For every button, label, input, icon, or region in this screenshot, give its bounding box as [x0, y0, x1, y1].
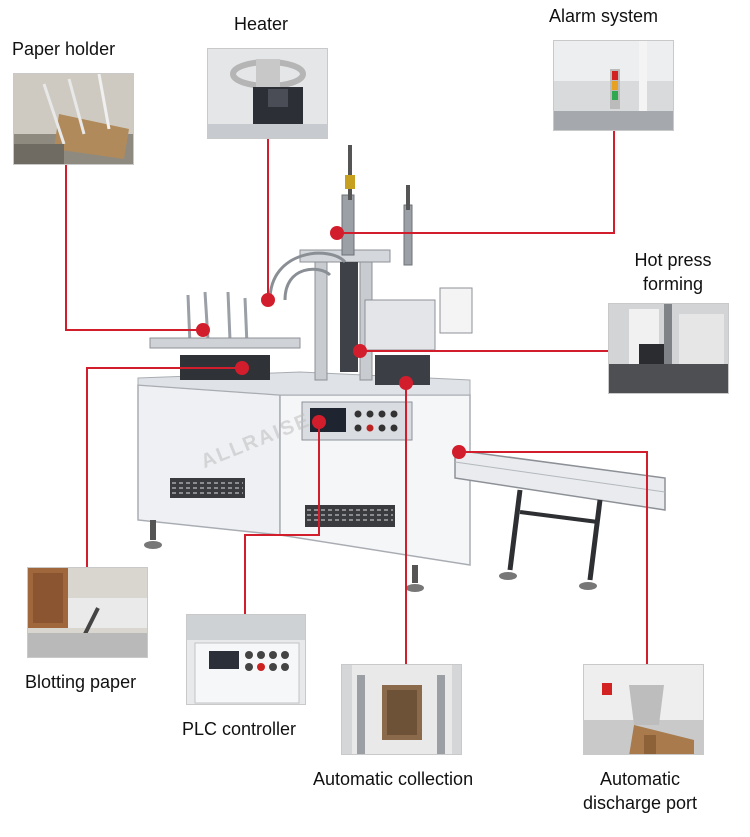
connector-plc	[244, 422, 320, 614]
machine-illustration	[137, 145, 666, 592]
hot-press-forming-label: Hot press forming	[618, 249, 728, 295]
connector-alarm-system	[337, 131, 615, 234]
automatic-collection-photo-art	[342, 665, 461, 754]
plc-controller-label: PLC controller	[182, 719, 297, 739]
dot-heater	[261, 293, 275, 307]
vent-left	[170, 478, 245, 498]
hot-press-forming-photo-art	[609, 304, 728, 393]
hot-press-label-line1: Hot press	[634, 250, 712, 270]
discharge-conveyor	[454, 449, 666, 511]
plc-controller-photo-art	[187, 615, 305, 704]
heater-label: Heater	[234, 14, 289, 34]
paper-holder-photo	[13, 73, 134, 165]
alarm-system-photo-art	[554, 41, 673, 130]
blotting-paper-photo	[27, 567, 148, 658]
automatic-discharge-port-photo	[583, 664, 704, 755]
paper-holder-label: Paper holder	[12, 39, 116, 59]
heater-photo-art	[208, 49, 327, 138]
connector-dots	[196, 226, 466, 459]
connector-paper-holder	[65, 165, 203, 331]
connector-lines	[65, 131, 648, 664]
automatic-collection-photo	[341, 664, 462, 755]
discharge-label-line2: discharge port	[582, 793, 698, 813]
connector-blotting-paper	[86, 367, 242, 567]
dot-collection	[399, 376, 413, 390]
discharge-label-line1: Automatic	[599, 769, 681, 789]
automatic-collection-label: Automatic collection	[313, 769, 474, 789]
heater-photo	[207, 48, 328, 139]
dot-discharge	[452, 445, 466, 459]
plc-controller-photo	[186, 614, 306, 705]
blotting-paper-label: Blotting paper	[25, 672, 137, 692]
dot-blotting-paper	[235, 361, 249, 375]
connector-discharge	[459, 451, 648, 664]
hot-press-forming-photo	[608, 303, 729, 394]
alarm-system-label: Alarm system	[549, 6, 659, 26]
vent-right	[305, 505, 395, 527]
automatic-discharge-port-label: Automatic discharge port	[565, 768, 715, 814]
blotting-paper-photo-art	[28, 568, 147, 657]
automatic-discharge-port-photo-art	[584, 665, 703, 754]
dot-paper-holder	[196, 323, 210, 337]
dot-hot-press	[353, 344, 367, 358]
dot-plc	[312, 415, 326, 429]
dot-alarm-system	[330, 226, 344, 240]
paper-holder-photo-art	[14, 74, 133, 164]
hot-press-label-line2: forming	[642, 274, 704, 294]
alarm-system-photo	[553, 40, 674, 131]
